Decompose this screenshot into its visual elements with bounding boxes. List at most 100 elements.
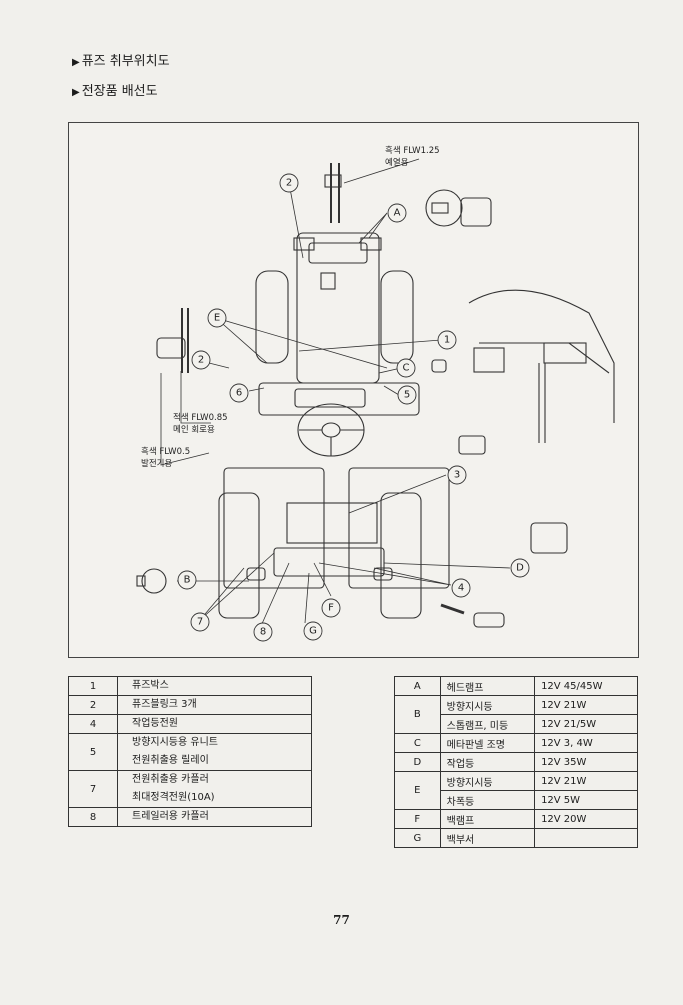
heading-fuse-location: ▶퓨즈 취부위치도 — [72, 50, 170, 69]
lamp-spec: 12V 45/45W — [534, 676, 638, 696]
fuse-description: 퓨즈블링크 3개 — [117, 695, 312, 715]
annotation-black-125: 흑색 FLW1.25 — [385, 145, 440, 156]
lamp-code: E — [394, 771, 441, 810]
fuse-line: 전원취출용 카플러 — [132, 774, 209, 785]
fuse-number: 5 — [68, 733, 118, 771]
lamp-spec: 12V 3, 4W — [534, 733, 638, 753]
lamp-name: 차폭등 — [439, 790, 536, 810]
callout-E: E — [214, 313, 220, 324]
annotation-generator: 발전기용 — [141, 458, 172, 469]
right-fender — [348, 467, 450, 589]
lamp-spec: 12V 35W — [534, 752, 638, 772]
callout-2: 2 — [286, 178, 292, 189]
fuse-description: 작업등전원 — [117, 714, 312, 734]
lamp-name: 스톱램프, 미등 — [439, 714, 536, 734]
table-row: 4 작업등전원 — [68, 714, 312, 734]
callout-B: B — [184, 575, 191, 586]
lamp-name: 헤드램프 — [439, 676, 536, 696]
fuse-number: 1 — [68, 676, 118, 696]
triangle-bullet-icon: ▶ — [72, 87, 80, 98]
callout-4: 4 — [458, 583, 464, 594]
work-light-icon — [530, 522, 568, 554]
rear-left-wheel — [218, 492, 260, 619]
heading-text: 전장품 배선도 — [81, 84, 158, 99]
fuse-number: 4 — [68, 714, 118, 734]
fuse-number: 7 — [68, 770, 118, 808]
callout-3: 3 — [454, 470, 460, 481]
callout-2: 2 — [198, 355, 204, 366]
dashboard-outline — [258, 382, 420, 416]
fuse-line: 최대정격전원(10A) — [132, 792, 215, 803]
table-row: 1 퓨즈박스 — [68, 676, 312, 696]
lamp-spec: 12V 21W — [534, 695, 638, 715]
callout-D: D — [516, 563, 524, 574]
callout-5: 5 — [404, 390, 410, 401]
lamp-spec: 12V 21/5W — [534, 714, 638, 734]
callout-A: A — [394, 208, 401, 219]
lamp-name: 작업등 — [439, 752, 536, 772]
front-right-wheel — [380, 270, 414, 364]
annotation-main-circuit: 메인 회로용 — [173, 424, 215, 435]
callout-F: F — [328, 603, 334, 614]
lamp-name: 방향지시등 — [439, 771, 536, 791]
fuse-description: 트레일러용 카플러 — [117, 807, 312, 827]
fuse-line: 퓨즈박스 — [132, 680, 169, 691]
fuse-line: 작업등전원 — [132, 718, 178, 729]
lamp-spec: 12V 21W — [534, 771, 638, 791]
lamp-code: G — [394, 828, 441, 848]
rear-right-wheel — [380, 492, 422, 619]
lamp-spec — [534, 828, 638, 848]
callout-7: 7 — [197, 617, 203, 628]
heading-text: 퓨즈 취부위치도 — [81, 54, 170, 69]
callout-8: 8 — [260, 627, 266, 638]
seat-area — [286, 502, 378, 544]
lamp-name: 백램프 — [439, 809, 536, 829]
lamp-code: F — [394, 809, 441, 829]
left-fender — [223, 467, 325, 589]
table-row: 8 트레일러용 카플러 — [68, 807, 312, 827]
heading-wiring-diagram: ▶전장품 배선도 — [72, 80, 158, 99]
lamp-code: A — [394, 676, 441, 696]
bulb-icon — [141, 568, 167, 594]
wiring-diagram: 흑색 FLW1.25 예열용 적색 FLW0.85 메인 회로용 흑색 FLW0… — [68, 122, 639, 658]
fuse-number: 2 — [68, 695, 118, 715]
lamp-code: B — [394, 695, 441, 734]
lamp-spec: 12V 20W — [534, 809, 638, 829]
lamp-code: C — [394, 733, 441, 753]
callout-C: C — [403, 363, 410, 374]
callout-6: 6 — [236, 388, 242, 399]
triangle-bullet-icon: ▶ — [72, 57, 80, 68]
callout-1: 1 — [444, 335, 450, 346]
table-row: 2 퓨즈블링크 3개 — [68, 695, 312, 715]
fuse-line: 방향지시등용 유니트 — [132, 737, 218, 748]
battery-icon — [320, 272, 336, 290]
callout-G: G — [309, 626, 317, 637]
lamp-name: 백부서 — [439, 828, 536, 848]
fuse-description: 퓨즈박스 — [117, 676, 312, 696]
annotation-preheat: 예열용 — [385, 157, 409, 168]
annotation-black-05: 흑색 FLW0.5 — [141, 446, 190, 457]
fuse-line: 퓨즈블링크 3개 — [132, 699, 197, 710]
lamp-code: D — [394, 752, 441, 772]
annotation-red-085: 적색 FLW0.85 — [173, 412, 228, 423]
fuse-line: 전원취출용 릴레이 — [132, 755, 209, 766]
lamp-spec: 12V 5W — [534, 790, 638, 810]
page-number: 77 — [333, 913, 350, 927]
fuse-line: 트레일러용 카플러 — [132, 811, 209, 822]
fuse-number: 8 — [68, 807, 118, 827]
